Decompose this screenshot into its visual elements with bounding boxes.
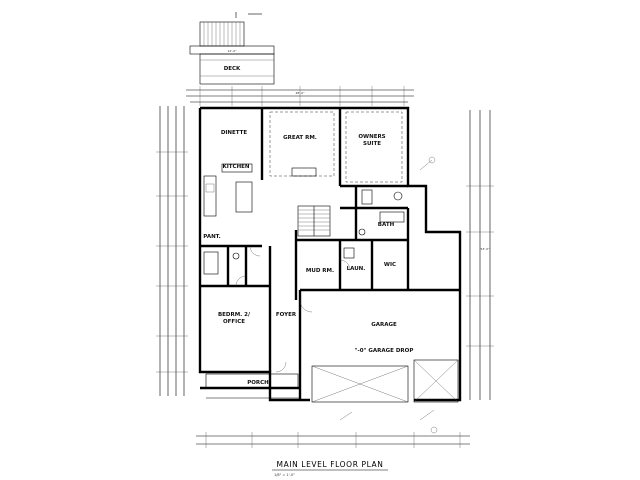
door-swings — [235, 245, 351, 373]
room-label-dinette: DINETTE — [221, 130, 248, 136]
porch-outline — [205, 373, 300, 399]
room-label-bedroom: BEDRM. 2/ — [218, 312, 251, 318]
room-label-suite: SUITE — [363, 141, 381, 147]
bottom-dimension-lines — [196, 432, 470, 448]
room-label-pantry: PANT. — [203, 234, 220, 240]
room-label-deck: DECK — [224, 66, 241, 72]
room-label-great-rm: GREAT RM. — [283, 135, 317, 141]
deck-structure — [189, 12, 275, 85]
left-dimension-lines — [156, 106, 188, 396]
room-label-wic: WIC — [384, 262, 396, 268]
interior-walls — [200, 108, 460, 400]
plan-scale: 1/8" = 1'-0" — [274, 473, 295, 477]
stairs — [297, 205, 331, 237]
bath-fixtures — [203, 189, 405, 275]
plan-title: MAIN LEVEL FLOOR PLAN — [277, 460, 384, 469]
room-label-kitchen: KITCHEN — [222, 164, 249, 170]
room-label-owners: OWNERS — [358, 134, 385, 140]
room-label-garage: GARAGE — [371, 322, 397, 328]
kitchen-fixtures — [203, 163, 253, 217]
annotation-leaders — [339, 156, 438, 434]
room-label-office: OFFICE — [223, 319, 245, 325]
garage-doors — [311, 359, 459, 403]
dimension-deck-width: 12'-0" — [227, 49, 237, 53]
room-label-garage-drop: "-0" GARAGE DROP — [355, 348, 414, 354]
right-dimension-lines — [466, 110, 494, 400]
dimension-right-depth: 53'-0" — [480, 247, 490, 251]
dimension-top-overall: 48'-0" — [295, 91, 305, 95]
room-label-laundry: LAUN. — [347, 266, 366, 272]
exterior-walls — [198, 106, 462, 402]
top-dimension-lines — [186, 86, 414, 106]
room-label-foyer: FOYER — [276, 312, 297, 318]
room-label-porch: PORCH — [247, 380, 269, 386]
room-label-mud-rm: MUD RM. — [306, 268, 334, 274]
room-label-bath: BATH — [378, 222, 395, 228]
great-room-details — [269, 111, 403, 183]
